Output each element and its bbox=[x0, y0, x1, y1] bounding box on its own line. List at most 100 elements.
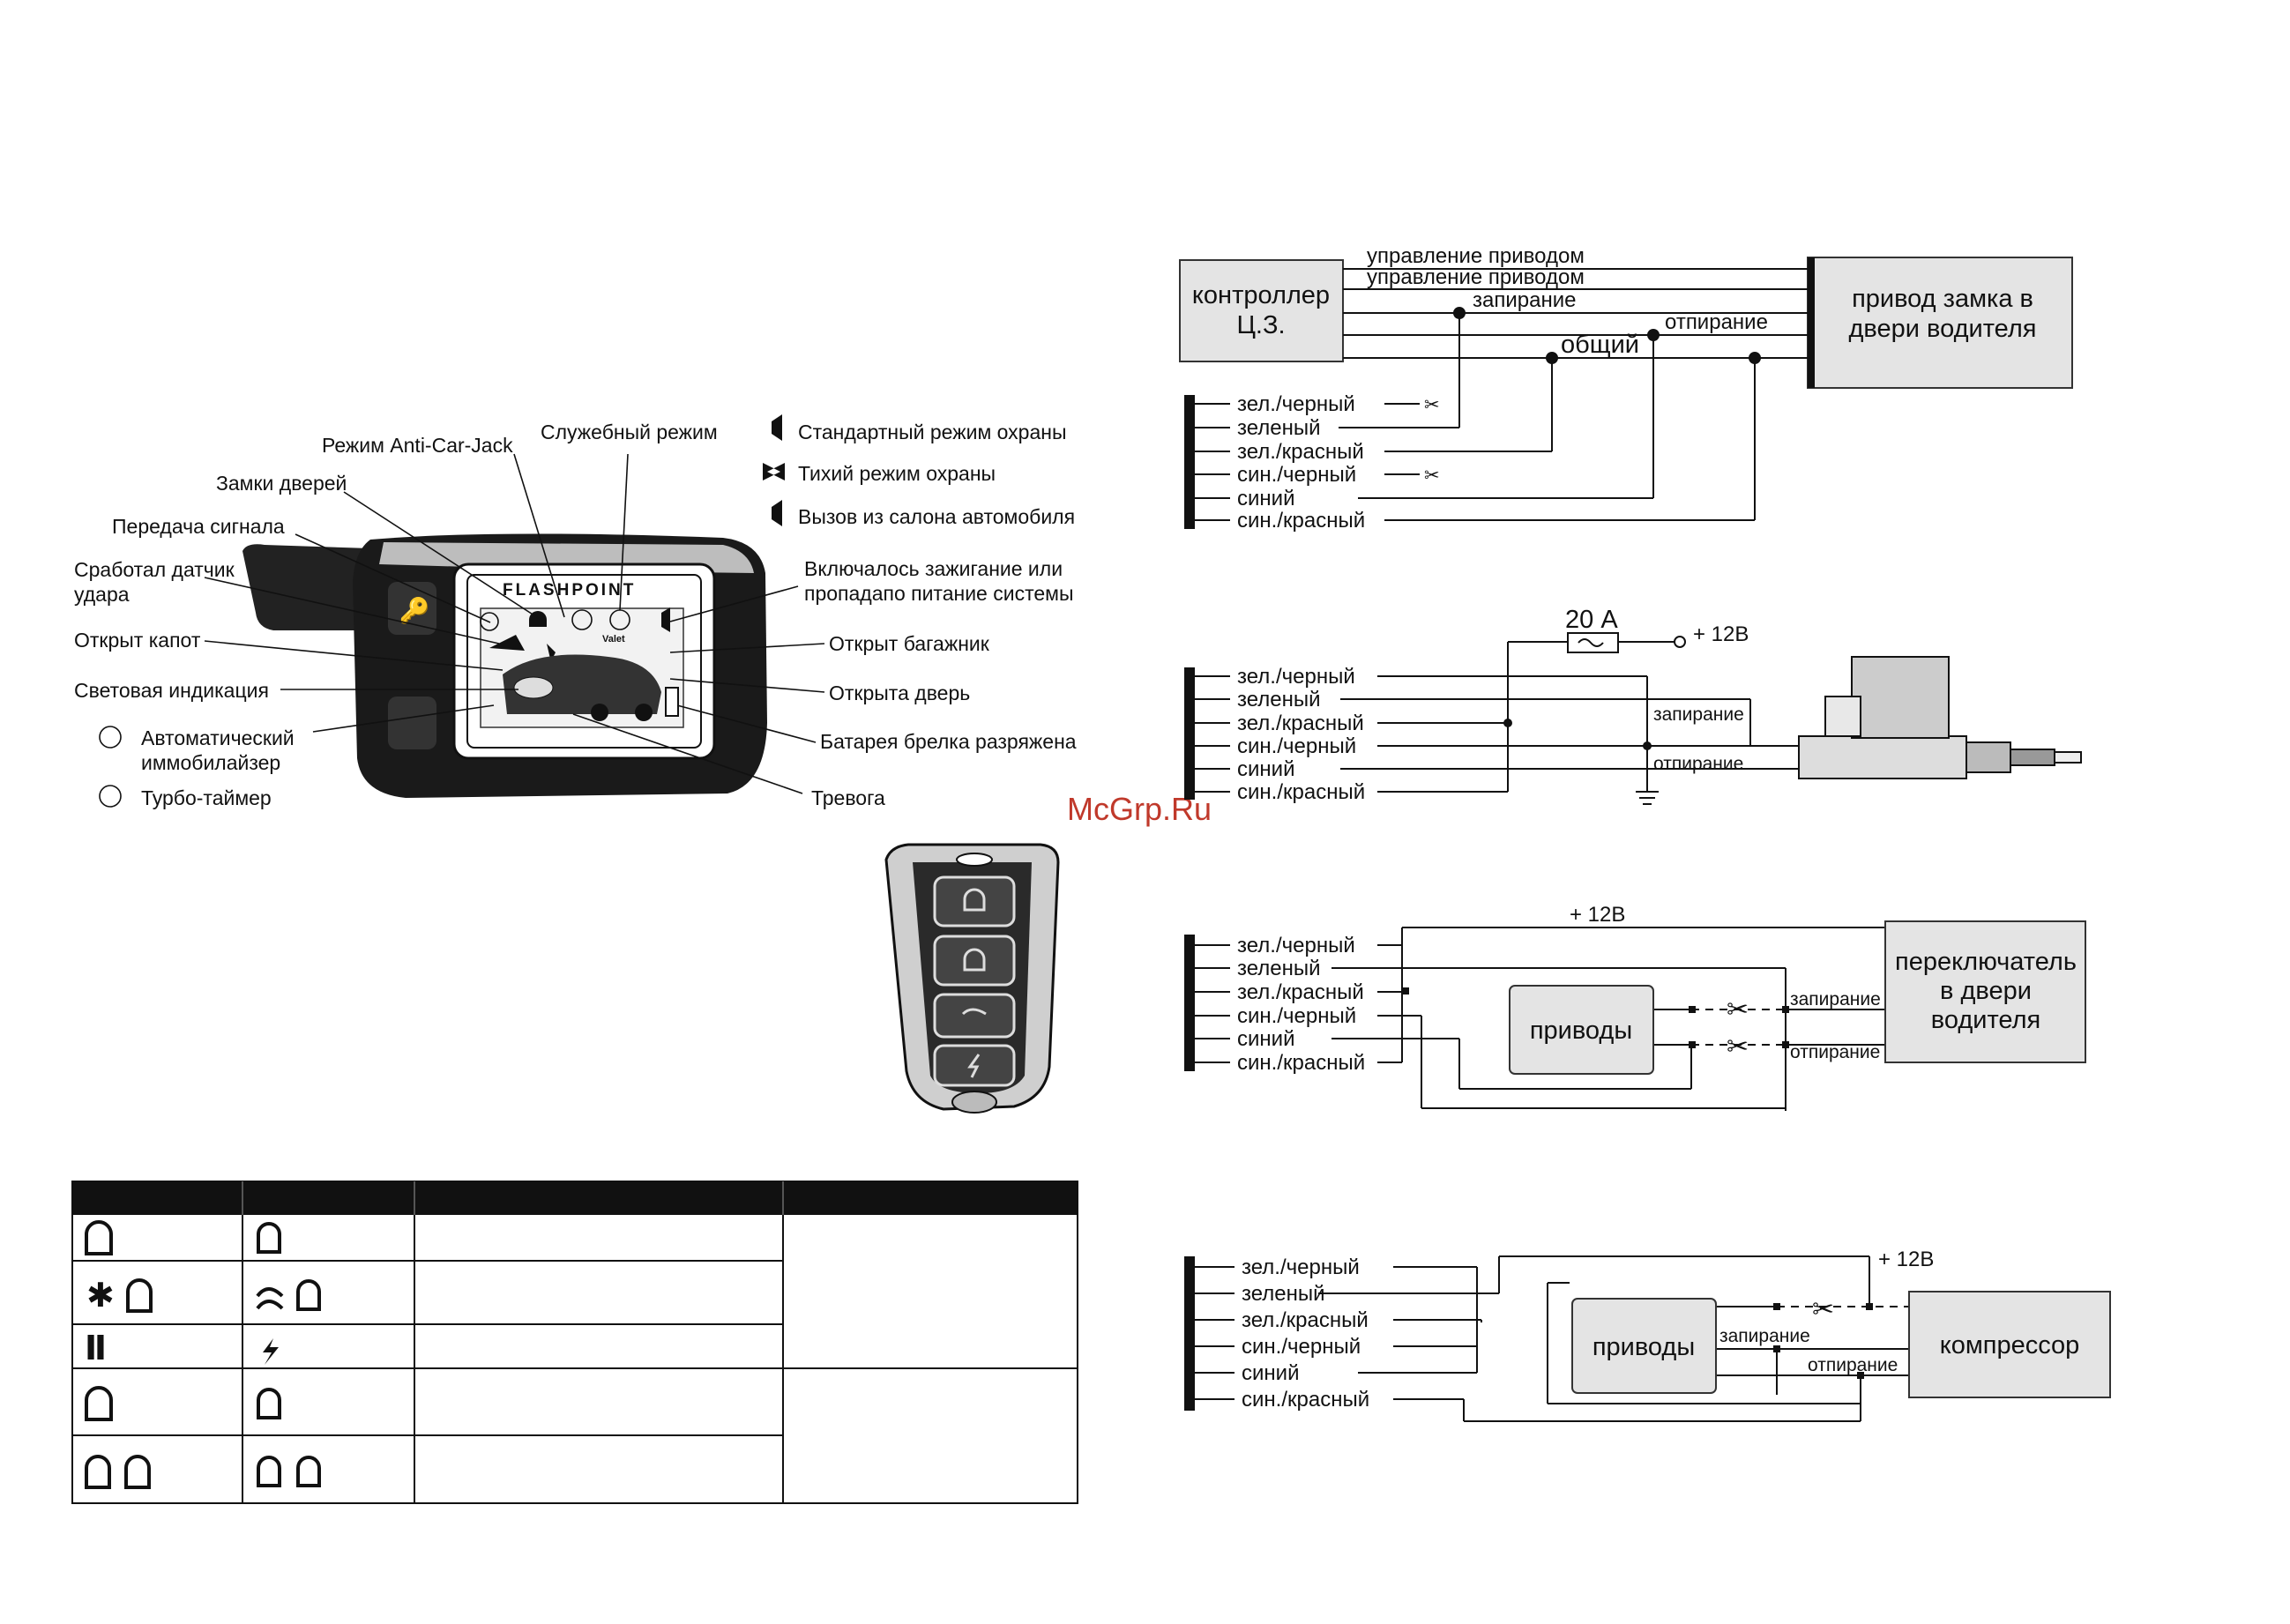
lock-icon bbox=[257, 1222, 281, 1254]
call-speaker-icon bbox=[772, 500, 782, 526]
wire-label: зел./черный bbox=[1237, 665, 1355, 689]
lock-icon bbox=[963, 888, 986, 912]
label-ignition: Включалось зажигание или bbox=[804, 557, 1063, 580]
label-ignition-2: пропадапо питание системы bbox=[804, 582, 1074, 605]
signal-label-common: общий bbox=[1561, 331, 1639, 359]
wiring-diagram-1: контроллер Ц.З. привод замка в двери вод… bbox=[1179, 244, 2073, 533]
pager-left-labels: Режим Anti-Car-Jack Замки дверей Передач… bbox=[74, 434, 513, 809]
fob-button-lock[interactable] bbox=[933, 875, 1016, 927]
wire-label: зел./черный bbox=[1237, 392, 1355, 416]
asterisk-icon: ✱ bbox=[86, 1278, 115, 1315]
label-light-indication: Световая индикация bbox=[74, 679, 269, 702]
lightning-icon bbox=[967, 1054, 981, 1078]
lock-icon bbox=[85, 1386, 113, 1421]
wiring-diagram-3: ✂ ✂ + 12В приводы переключатель в двери … bbox=[1184, 903, 2086, 1111]
wire-label: синий bbox=[1237, 1027, 1294, 1051]
table-header bbox=[72, 1181, 1078, 1215]
cut-scissors-icon: ✂ bbox=[1812, 1295, 1834, 1324]
wire-label: син./черный bbox=[1237, 463, 1356, 487]
label-door-open: Открыта дверь bbox=[829, 682, 970, 704]
switch-label-3: водителя bbox=[1931, 1006, 2040, 1034]
fuse-icon bbox=[1567, 632, 1619, 653]
signal-label-lock: запирание bbox=[1473, 288, 1576, 312]
actuators-label: приводы bbox=[1530, 1017, 1632, 1045]
pager-right-labels: Стандартный режим охраны Тихий режим охр… bbox=[763, 414, 1077, 809]
actuators-label: приводы bbox=[1593, 1333, 1695, 1361]
power-label: + 12В bbox=[1878, 1248, 1934, 1271]
signal-label-unlock: отпирание bbox=[1665, 310, 1768, 334]
label-trunk-open: Открыт багажник bbox=[829, 632, 990, 655]
wire-label: син./красный bbox=[1237, 509, 1365, 533]
wire-label: синий bbox=[1237, 757, 1294, 781]
wire-label: зел./красный bbox=[1237, 440, 1364, 464]
wire-label: зел./красный bbox=[1242, 1308, 1369, 1332]
door-switch-box bbox=[1884, 920, 2086, 1063]
lock-icon bbox=[85, 1220, 113, 1255]
silent-speaker-icon bbox=[763, 463, 785, 480]
compressor-label: компрессор bbox=[1940, 1331, 2080, 1360]
actuator-label: привод замка в bbox=[1852, 285, 2033, 313]
compressor-box bbox=[1908, 1291, 2111, 1398]
label-standard-arm: Стандартный режим охраны bbox=[798, 421, 1067, 443]
controller-label: контроллер bbox=[1192, 281, 1330, 309]
wire-label: зеленый bbox=[1237, 957, 1321, 980]
pager-button-bottom[interactable] bbox=[388, 697, 436, 749]
roman-two-icon: Ⅱ bbox=[85, 1330, 107, 1367]
lock-icon bbox=[124, 1455, 151, 1489]
power-label: + 12В bbox=[1570, 903, 1625, 927]
wire-label: зеленый bbox=[1242, 1282, 1325, 1306]
fob-button-unlock[interactable] bbox=[933, 935, 1016, 987]
actuators-box bbox=[1509, 985, 1654, 1075]
wire-label: зеленый bbox=[1237, 416, 1321, 440]
label-alarm: Тревога bbox=[811, 786, 885, 809]
fob-button-trunk[interactable] bbox=[933, 993, 1016, 1039]
wire-label: син./черный bbox=[1237, 1004, 1356, 1028]
fob-button-aux[interactable] bbox=[933, 1044, 1016, 1087]
label-hood-open: Открыт капот bbox=[74, 629, 201, 652]
actuator-label-2: двери водителя bbox=[1849, 315, 2037, 343]
trunk-icon bbox=[961, 1008, 987, 1016]
label-service-mode: Служебный режим bbox=[541, 421, 718, 443]
controller-label-2: Ц.З. bbox=[1236, 311, 1285, 339]
lock-icon bbox=[257, 1388, 281, 1419]
lock-wire-label: запирание bbox=[1790, 989, 1881, 1009]
speaker-icon bbox=[772, 414, 782, 441]
lock-icon bbox=[296, 1456, 321, 1487]
pager-callout-lines bbox=[204, 453, 825, 794]
actuators-box bbox=[1571, 1298, 1717, 1394]
wire-label: зеленый bbox=[1237, 688, 1321, 711]
fuse-label: 20 А bbox=[1565, 606, 1618, 634]
label-turbo-timer: Турбо-таймер bbox=[141, 786, 272, 809]
lock-icon bbox=[85, 1455, 111, 1489]
wire-label: син./красный bbox=[1237, 780, 1365, 804]
wiring-diagram-2: 20 А + 12В запирание отпирание зел./черн… bbox=[1184, 606, 2082, 805]
wire-label: зел./черный bbox=[1237, 934, 1355, 957]
function-table: ✱ Ⅱ bbox=[71, 1181, 1078, 1504]
label-auto-immobilizer: Автоматический bbox=[141, 726, 295, 749]
lightning-icon bbox=[263, 1338, 279, 1365]
pager-valet-label: Valet bbox=[602, 634, 625, 644]
cut-scissors-icon: ✂ bbox=[1424, 395, 1440, 415]
key-fob-illustration bbox=[884, 843, 1060, 1114]
turbo-timer-icon bbox=[99, 785, 122, 808]
pager-lcd-icons bbox=[480, 607, 679, 721]
lock-icon bbox=[257, 1456, 281, 1487]
wire-label: син./красный bbox=[1237, 1051, 1365, 1075]
unlock-wire-label: отпирание bbox=[1808, 1355, 1898, 1375]
pager-brand: FLASHPOINT bbox=[503, 581, 636, 600]
label-shock-sensor-2: удара bbox=[74, 583, 130, 606]
wire-label: синий bbox=[1237, 487, 1294, 510]
lock-icon bbox=[126, 1278, 153, 1313]
label-auto-immobilizer-2: иммобилайзер bbox=[141, 751, 280, 774]
cut-scissors-icon: ✂ bbox=[1424, 466, 1440, 486]
lcd-pager-illustration: FLASHPOINT Valet 🔑 bbox=[242, 533, 767, 798]
wire-label: зел./красный bbox=[1237, 711, 1364, 735]
signal-label-1: управление приводом bbox=[1367, 244, 1585, 268]
trunk-icon bbox=[256, 1287, 284, 1310]
wiring-diagram-4: ✂ + 12В приводы компрессор запирание отп… bbox=[1184, 1248, 2111, 1422]
unlock-icon bbox=[963, 948, 986, 972]
label-door-locks: Замки дверей bbox=[216, 472, 347, 495]
wire-label: зел./черный bbox=[1242, 1255, 1360, 1279]
unlock-wire-label: отпирание bbox=[1790, 1042, 1880, 1062]
